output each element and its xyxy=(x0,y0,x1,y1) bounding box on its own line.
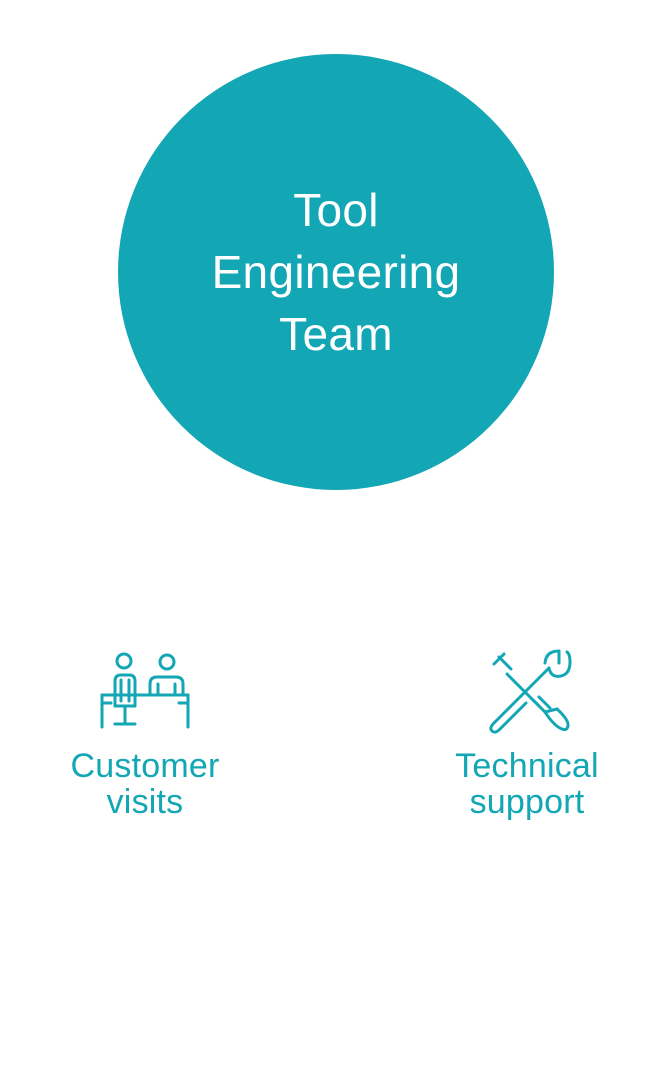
team-title-line-1: Tool xyxy=(293,184,379,236)
technical-support-label: Technical support xyxy=(427,748,627,820)
customer-visits-label: Customer visits xyxy=(45,748,245,820)
technical-support-label-line-2: support xyxy=(469,783,585,821)
technical-support-label-line-1: Technical xyxy=(455,747,599,785)
team-title: Tool Engineering Team xyxy=(212,179,461,365)
feature-customer-visits: Customer visits xyxy=(45,648,245,820)
feature-technical-support: Technical support xyxy=(427,648,627,820)
team-title-line-3: Team xyxy=(279,308,393,360)
customer-visits-label-line-1: Customer xyxy=(70,747,220,785)
tools-icon xyxy=(489,649,572,734)
team-title-line-2: Engineering xyxy=(211,246,461,298)
customer-visit-icon xyxy=(100,652,190,729)
customer-visits-label-line-2: visits xyxy=(106,783,184,821)
team-circle: Tool Engineering Team xyxy=(118,54,554,490)
